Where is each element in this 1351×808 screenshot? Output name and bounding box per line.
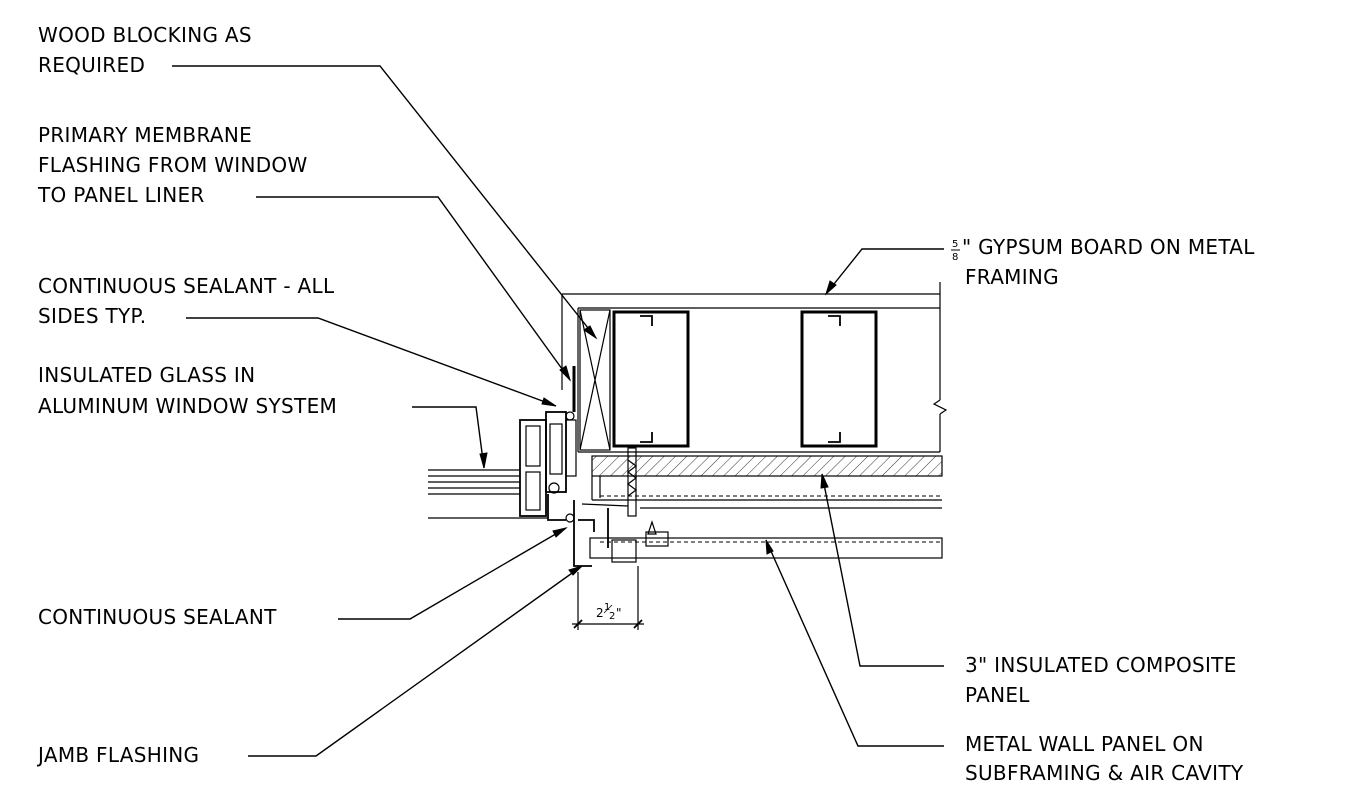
label-wood-blocking-line1: WOOD BLOCKING AS [38,23,252,47]
leader-continuous-sealant-all [186,317,557,407]
label-continuous-sealant-line1: CONTINUOUS SEALANT [38,605,277,629]
panel-fastener-tip [647,520,657,535]
label-continuous-sealant-all-line2: SIDES TYP. [38,304,146,328]
window-frame-thermal-break [565,419,577,477]
arrowhead-wood-blocking [583,325,598,340]
panel-fastener-head [645,531,669,547]
metal-wall-panel [589,537,943,559]
label-insulated-glass-line2: ALUMINUM WINDOW SYSTEM [38,394,337,418]
dimension-whole: 2 [596,606,604,620]
metal-stud-2 [800,310,878,448]
arrowhead-jamb-flashing [568,565,583,576]
dimension-frac-bar [603,604,613,614]
window-frame-chamber-2 [525,471,541,511]
arrowhead-insulated-glass [479,452,488,469]
label-metal-wall-panel-line2: SUBFRAMING & AIR CAVITY [965,761,1244,785]
leader-lines [172,65,944,757]
label-primary-membrane-line2: FLASHING FROM WINDOW [38,153,308,177]
label-insulated-glass-line1: INSULATED GLASS IN [38,363,255,387]
interior-wall-assembly [561,282,948,453]
window-frame-mullion [519,419,547,517]
window-frame-jamb-chamber [549,423,563,475]
leader-wood-blocking [172,65,597,339]
label-continuous-sealant: CONTINUOUS SEALANT [38,605,277,629]
window-gasket [548,482,560,494]
leader-arrowheads [479,280,837,576]
flashing-connection [581,503,629,507]
dimension-tick-left [573,619,583,629]
label-gypsum-frac-den: 8 [952,252,958,263]
composite-panel-insulation [591,455,943,477]
dimension-unit: " [616,606,622,620]
dimension-tick-right [633,619,643,629]
leader-metal-wall-panel [765,539,944,747]
metal-stud-1-lip-bottom [640,432,653,443]
label-metal-wall-panel: METAL WALL PANEL ON SUBFRAMING & AIR CAV… [965,732,1244,785]
panel-clip [611,539,637,563]
wood-blocking [579,309,611,451]
arrowhead-continuous-sealant-all [541,397,557,407]
arrowhead-gypsum-board [824,280,837,296]
label-gypsum-board-line2: FRAMING [965,265,1059,289]
label-primary-membrane-line3: TO PANEL LINER [37,183,205,207]
wood-blocking-x2 [579,309,611,451]
panel-fastener [627,447,637,517]
label-primary-membrane: PRIMARY MEMBRANE FLASHING FROM WINDOW TO… [37,123,308,207]
aluminum-window-system [428,411,577,521]
metal-stud-2-lip-bottom [828,432,841,443]
continuous-sealant-bead [565,513,575,523]
leader-composite-panel [821,473,944,667]
sealant-bead-all-sides [565,411,575,421]
frame-base [547,494,566,521]
leader-primary-membrane [256,196,571,381]
metal-stud-1-lip-top [640,315,653,326]
leader-insulated-glass [412,406,485,469]
arrowhead-composite-panel [820,473,829,489]
dimension-frac-num: 1 [604,602,610,613]
insulated-composite-panel [591,447,943,517]
label-primary-membrane-line1: PRIMARY MEMBRANE [38,123,252,147]
break-line-symbol [932,399,948,415]
label-gypsum-frac-num: 5 [952,239,958,250]
metal-stud-1 [612,310,690,448]
label-jamb-flashing: JAMB FLASHING [36,743,199,767]
label-gypsum-board: 5 8 " GYPSUM BOARD ON METAL FRAMING [951,235,1255,289]
label-insulated-glass: INSULATED GLASS IN ALUMINUM WINDOW SYSTE… [38,363,337,418]
arrowhead-metal-wall-panel [765,539,774,555]
jamb-flashing-return [578,519,595,532]
jamb-flashing-profile [573,500,592,567]
leader-jamb-flashing [248,565,583,757]
metal-wall-panel-assembly [589,507,943,563]
leader-gypsum-board [825,248,944,295]
label-metal-wall-panel-line1: METAL WALL PANEL ON [965,732,1204,756]
label-composite-panel-line1: 3" INSULATED COMPOSITE [965,653,1237,677]
panel-fastener-thread [627,459,637,497]
label-continuous-sealant-all: CONTINUOUS SEALANT - ALL SIDES TYP. [38,274,335,328]
label-wood-blocking: WOOD BLOCKING AS REQUIRED [38,23,252,77]
dimension-2-1-2: 2 1 2 " [572,566,644,630]
label-jamb-flashing-line1: JAMB FLASHING [36,743,199,767]
window-frame-chamber-1 [525,425,541,467]
label-composite-panel: 3" INSULATED COMPOSITE PANEL [965,653,1237,707]
label-continuous-sealant-all-line1: CONTINUOUS SEALANT - ALL [38,274,335,298]
dimension-frac-den: 2 [609,611,615,622]
label-composite-panel-line2: PANEL [965,683,1030,707]
flashing-membrane [565,366,629,567]
leader-continuous-sealant [338,527,567,620]
metal-stud-2-lip-top [828,315,841,326]
label-wood-blocking-line2: REQUIRED [38,53,145,77]
arrowhead-continuous-sealant [552,527,568,538]
label-gypsum-board-line1: " GYPSUM BOARD ON METAL [962,235,1255,259]
